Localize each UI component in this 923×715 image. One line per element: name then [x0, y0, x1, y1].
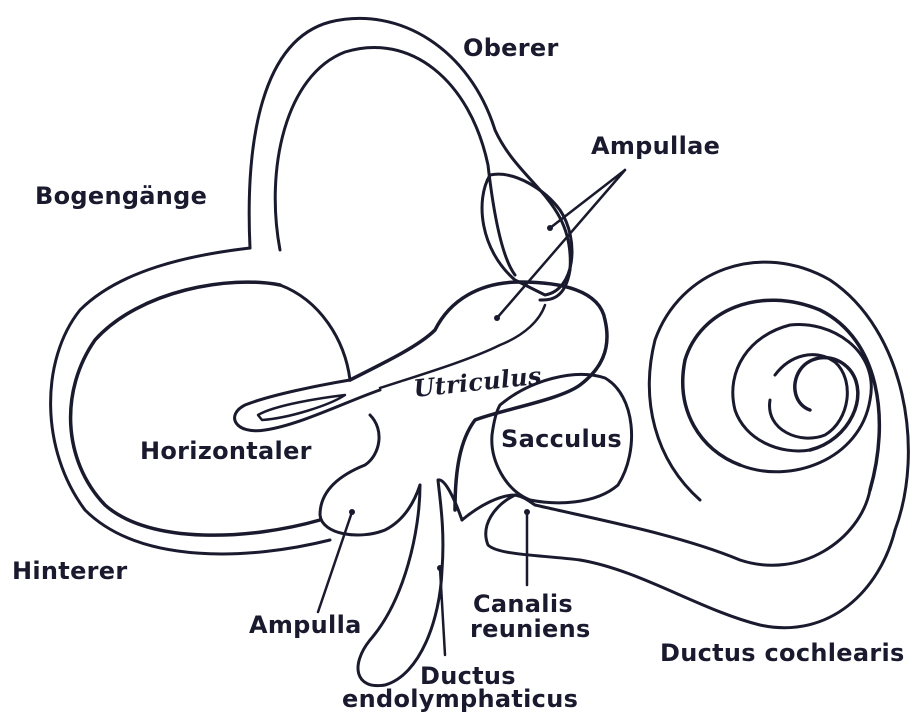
- label-canalis-line1: Canalis: [473, 591, 573, 617]
- label-ampullae: Ampullae: [591, 133, 720, 159]
- label-horizontaler: Horizontaler: [140, 438, 312, 464]
- label-ampulla: Ampulla: [249, 612, 362, 638]
- label-sacculus: Sacculus: [501, 426, 622, 452]
- superior-ampulla-dot: [547, 225, 553, 231]
- label-bogengaenge: Bogengänge: [35, 183, 207, 209]
- label-canalis-line2: reuniens: [470, 616, 591, 642]
- cochlea-spiral-5: [770, 355, 848, 438]
- label-ductus-endo-line2: endolymphaticus: [342, 686, 578, 712]
- ampullae-leader-upper: [550, 170, 625, 228]
- superior-canal-inner: [275, 47, 515, 275]
- posterior-ampulla: [320, 415, 420, 535]
- ampullae-leader-lower: [497, 170, 625, 318]
- posterior-canal-inner: [71, 282, 320, 535]
- cochlea-spiral-3: [733, 324, 871, 471]
- ductus-endolymphaticus: [358, 480, 462, 686]
- label-oberer: Oberer: [463, 35, 559, 61]
- cochlea-spiral-4: [795, 358, 858, 450]
- posterior-canal-outer: [51, 248, 330, 554]
- cochlear-duct-lower: [580, 530, 895, 628]
- label-ductus-cochlearis: Ductus cochlearis: [660, 640, 905, 666]
- superior-ampulla: [482, 174, 572, 295]
- label-hinterer: Hinterer: [12, 558, 128, 584]
- canalis-reuniens: [462, 495, 580, 560]
- horizontal-canal-outer: [235, 285, 380, 431]
- ampulla-leader: [318, 512, 352, 612]
